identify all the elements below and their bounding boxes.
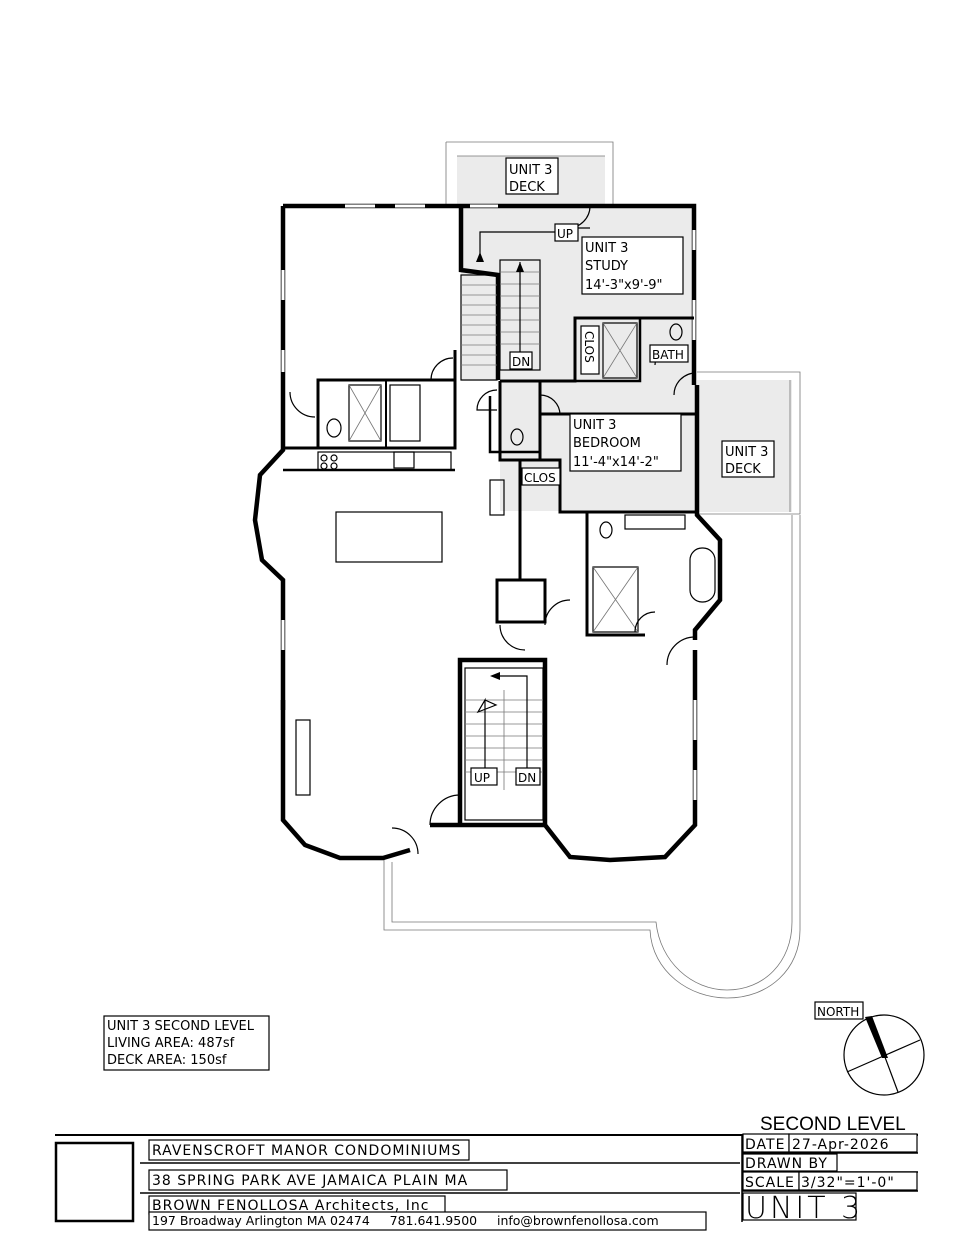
bath-label: BATH	[652, 348, 684, 362]
up-top-label: UP	[557, 227, 573, 241]
window-marks	[281, 204, 697, 800]
firm-name: BROWN FENOLLOSA Architects, Inc	[152, 1198, 429, 1214]
bedroom-label-2: BEDROOM	[573, 436, 641, 451]
bedroom-label-3: 11'-4"x14'-2"	[573, 455, 659, 470]
lower-stair	[464, 667, 544, 821]
drawn-by-label: DRAWN BY	[745, 1156, 828, 1172]
study-label-3: 14'-3"x9'-9"	[585, 278, 663, 293]
clos-mid-label: CLOS	[524, 471, 556, 485]
firm-contact: 197 Broadway Arlington MA 02474 781.641.…	[152, 1213, 659, 1228]
sheet-title: SECOND LEVEL	[760, 1114, 906, 1135]
deck-right-label-2: DECK	[725, 462, 761, 477]
study-label-1: UNIT 3	[585, 241, 628, 256]
project-address: 38 SPRING PARK AVE JAMAICA PLAIN MA	[152, 1173, 468, 1189]
north-label: NORTH	[817, 1005, 859, 1019]
dn-top-label: DN	[512, 355, 530, 369]
fixtures	[295, 322, 716, 796]
room-labels: UNIT 3 DECK UP UNIT 3 STUDY 14'-3"x9'-9"…	[470, 157, 775, 786]
upper-stair	[460, 231, 560, 381]
unit-label: UNIT 3	[745, 1191, 863, 1226]
clos-top-label: CLOS	[582, 331, 596, 363]
north-arrow: NORTH	[814, 1001, 925, 1096]
deck-top-label-2: DECK	[509, 180, 545, 195]
area-line-3: DECK AREA: 150sf	[107, 1053, 227, 1068]
bedroom-label-1: UNIT 3	[573, 418, 616, 433]
up-bottom-label: UP	[474, 771, 490, 785]
dn-bottom-label: DN	[518, 771, 536, 785]
scale-value: 3/32"=1'-0"	[801, 1175, 895, 1191]
interior-walls	[283, 206, 697, 637]
deck-outlines	[383, 141, 801, 999]
deck-right-label-1: UNIT 3	[725, 445, 768, 460]
project-name: RAVENSCROFT MANOR CONDOMINIUMS	[152, 1143, 461, 1159]
scale-label: SCALE	[745, 1175, 795, 1191]
area-line-1: UNIT 3 SECOND LEVEL	[107, 1019, 255, 1034]
date-value: 27-Apr-2026	[792, 1137, 890, 1153]
area-line-2: LIVING AREA: 487sf	[107, 1036, 235, 1051]
study-label-2: STUDY	[585, 259, 628, 274]
area-summary-box: UNIT 3 SECOND LEVEL LIVING AREA: 487sf D…	[103, 1015, 270, 1071]
title-block: SECOND LEVEL RAVENSCROFT MANOR CONDOMINI…	[54, 1114, 918, 1231]
date-label: DATE	[745, 1137, 785, 1153]
deck-top-label-1: UNIT 3	[509, 163, 552, 178]
